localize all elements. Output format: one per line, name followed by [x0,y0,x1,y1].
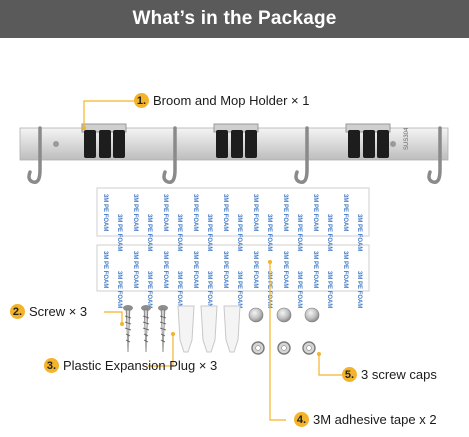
tape-print-text: 3M PE FOAM [312,251,318,288]
tape-print-text: 3M PE FOAM [102,194,108,231]
callout-number-badge: 3. [44,358,59,373]
gripper-1 [81,123,127,158]
tape-print-text: 3M PE FOAM [116,271,122,308]
tape-print-text: 3M PE FOAM [266,214,272,251]
callout-dots [82,126,321,356]
tape-print-text: 3M PE FOAM [162,251,168,288]
mop-holder-rail: SUS304 [19,123,449,184]
tape-print-text: 3M PE FOAM [252,194,258,231]
tape-print-text: 3M PE FOAM [356,214,362,251]
tape-print-text: 3M PE FOAM [282,251,288,288]
tape-print-text: 3M PE FOAM [176,271,182,308]
tape-print-text: 3M PE FOAM [342,194,348,231]
hooks [27,126,442,184]
callout-mop-holder: 1. Broom and Mop Holder × 1 [134,93,309,108]
screw-caps [248,307,320,355]
tape-print-text: 3M PE FOAM [176,214,182,251]
tape-print-text: 3M PE FOAM [296,271,302,308]
tape-print-text: 3M PE FOAM [236,214,242,251]
tape-print-text: 3M PE FOAM [356,271,362,308]
tape-print-text: 3M PE FOAM [236,271,242,308]
page-title: What’s in the Package [132,8,337,29]
tape-print-text: 3M PE FOAM [222,194,228,231]
screws [123,305,168,353]
adhesive-tape-1 [96,187,370,237]
tape-print-text: 3M PE FOAM [132,194,138,231]
callout-leaders [83,100,342,421]
callout-number-badge: 1. [134,93,149,108]
tape-print-text: 3M PE FOAM [102,251,108,288]
header-bar: What’s in the Package [0,0,469,38]
tape-print-text: 3M PE FOAM [252,251,258,288]
callout-label: 3 screw caps [361,367,437,382]
tape-print-text: 3M PE FOAM [206,214,212,251]
callout-number-badge: 2. [10,304,25,319]
tape-print-text: 3M PE FOAM [296,214,302,251]
callout-label: Broom and Mop Holder × 1 [153,93,310,108]
callout-screw-caps: 5. 3 screw caps [342,367,437,382]
tape-print-text: 3M PE FOAM [116,214,122,251]
tape-print-text: 3M PE FOAM [312,194,318,231]
adhesive-tape-2 [96,244,370,292]
callout-label: Plastic Expansion Plug × 3 [63,358,218,373]
callout-label: Screw × 3 [29,304,88,319]
tape-print-text: 3M PE FOAM [146,214,152,251]
tape-print-text: 3M PE FOAM [146,271,152,308]
expansion-plugs [177,305,241,353]
callout-number-badge: 4. [294,412,309,427]
tape-print-text: 3M PE FOAM [222,251,228,288]
gripper-2 [213,123,259,158]
rail-stamp: SUS304 [404,127,410,150]
tape-print-marks: 3M PE FOAM 3M PE FOAM 3M PE FOAM 3M PE FOAM… [102,194,362,308]
tape-print-text: 3M PE FOAM [326,214,332,251]
callout-tape: 4. 3M adhesive tape x 2 [294,412,437,427]
tape-print-text: 3M PE FOAM [162,194,168,231]
callout-plugs: 3. Plastic Expansion Plug × 3 [44,358,217,373]
callout-screws: 2. Screw × 3 [10,304,87,319]
callout-label: 3M adhesive tape x 2 [313,412,437,427]
gripper-3 [345,123,391,158]
callout-number-badge: 5. [342,367,357,382]
tape-print-text: 3M PE FOAM [192,251,198,288]
tape-print-text: 3M PE FOAM [192,194,198,231]
tape-print-text: 3M PE FOAM [282,194,288,231]
tape-print-text: 3M PE FOAM [342,251,348,288]
tape-print-text: 3M PE FOAM [266,271,272,308]
tape-print-text: 3M PE FOAM [132,251,138,288]
tape-print-text: 3M PE FOAM [326,271,332,308]
tape-print-text: 3M PE FOAM [206,271,212,308]
